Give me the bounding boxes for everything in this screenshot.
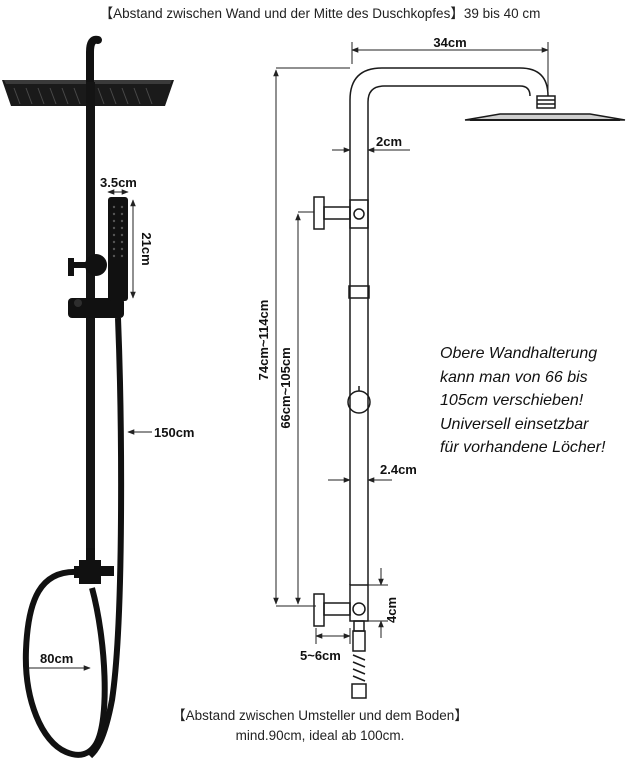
note-line: für vorhandene Löcher! <box>440 439 606 456</box>
gooseneck-arm <box>86 35 102 86</box>
diverter <box>79 560 101 584</box>
hand-shower <box>108 197 128 301</box>
dim-hand-shower-length: 21cm <box>139 232 154 265</box>
wall-bracket <box>85 254 107 276</box>
dim-hand-shower-width: 3.5cm <box>100 175 137 190</box>
bottom-caption-line2: mind.90cm, ideal ab 100cm. <box>235 728 405 743</box>
dim-arm-length: 34cm <box>433 35 466 50</box>
dim-bracket-range: 66cm~105cm <box>278 347 293 428</box>
note-line: kann man von 66 bis <box>440 368 588 386</box>
top-caption: 【Abstand zwischen Wand und der Mitte des… <box>99 6 541 21</box>
note-line: 105cm verschieben! <box>440 392 584 409</box>
note-line: Obere Wandhalterung <box>440 345 598 362</box>
dim-pipe-top: 2cm <box>376 134 402 149</box>
dim-hose-loop: 80cm <box>40 651 73 666</box>
note-line: Universell einsetzbar <box>440 415 589 433</box>
dim-wall-offset: 5~6cm <box>300 648 341 663</box>
bottom-caption: 【Abstand zwischen Umsteller und dem Bode… <box>0 706 640 746</box>
dim-hose-length: 150cm <box>154 425 194 440</box>
drawing-pipe-outer <box>349 67 549 585</box>
technical-drawing <box>313 67 626 699</box>
left-dimensions <box>28 189 152 671</box>
bracket-note: Obere Wandhalterung kann man von 66 bis … <box>440 342 640 460</box>
bottom-caption-line1: 【Abstand zwischen Umsteller und dem Bode… <box>172 708 468 723</box>
dim-diverter-height: 4cm <box>384 597 399 623</box>
hose-loop <box>22 568 108 758</box>
product-illustration <box>2 35 174 759</box>
dim-pipe-lower: 2.4cm <box>380 462 417 477</box>
right-dimensions <box>273 42 549 644</box>
drawing-pipe-inner <box>367 85 531 585</box>
dim-total-height: 74cm~114cm <box>256 300 271 381</box>
